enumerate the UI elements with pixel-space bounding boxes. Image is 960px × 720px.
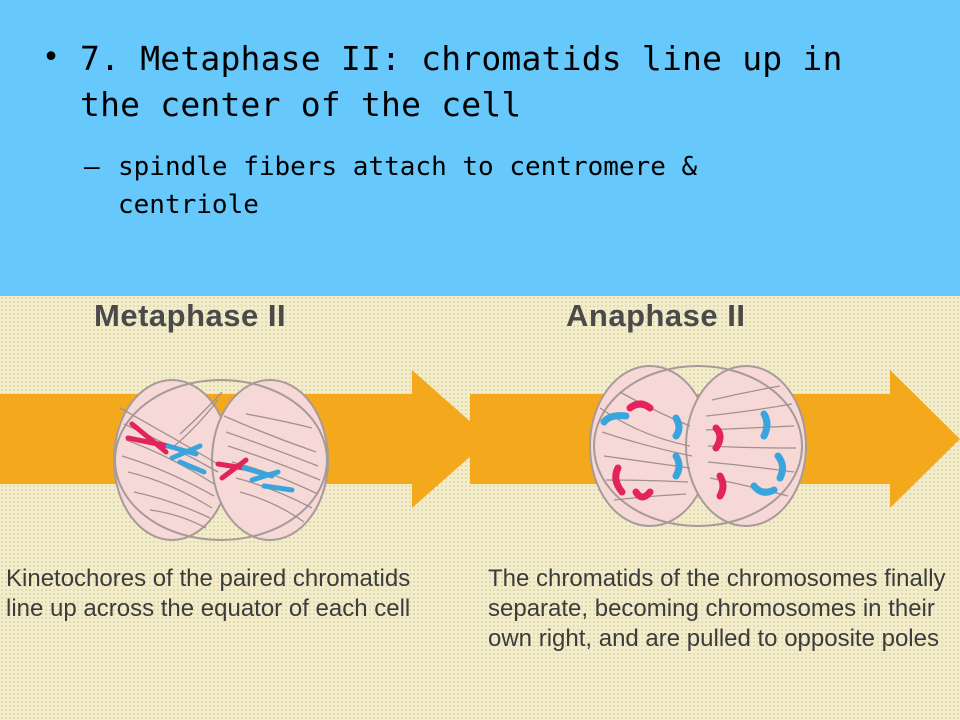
sub-bullet-text: spindle fibers attach to centromere & ce… bbox=[118, 152, 698, 220]
anaphase-caption: The chromatids of the chromosomes finall… bbox=[488, 565, 946, 652]
metaphase-cells bbox=[113, 379, 329, 541]
metaphase-outer bbox=[114, 379, 328, 541]
anaphase-outer bbox=[593, 365, 803, 527]
main-bullet-text: 7. Metaphase II: chromatids line up in t… bbox=[80, 39, 843, 124]
figure-graphic bbox=[0, 365, 960, 541]
metaphase-chromosomes bbox=[125, 421, 295, 493]
anaphase-title: Anaphase II bbox=[566, 298, 746, 333]
slide-header: • 7. Metaphase II: chromatids line up in… bbox=[0, 0, 960, 296]
anaphase-chromosomes bbox=[600, 400, 787, 501]
bullet-dot: • bbox=[42, 40, 61, 75]
metaphase-title: Metaphase II bbox=[94, 298, 287, 333]
meiosis-figure: Metaphase II Anaphase II Kinetochores of… bbox=[0, 296, 960, 720]
sub-bullet-dash: – bbox=[84, 152, 100, 182]
anaphase-cell-right bbox=[685, 365, 807, 527]
anaphase-spindle bbox=[599, 385, 797, 501]
anaphase-cells bbox=[589, 365, 807, 527]
metaphase-spindle bbox=[119, 391, 321, 529]
metaphase-caption: Kinetochores of the paired chromatids li… bbox=[6, 565, 411, 622]
